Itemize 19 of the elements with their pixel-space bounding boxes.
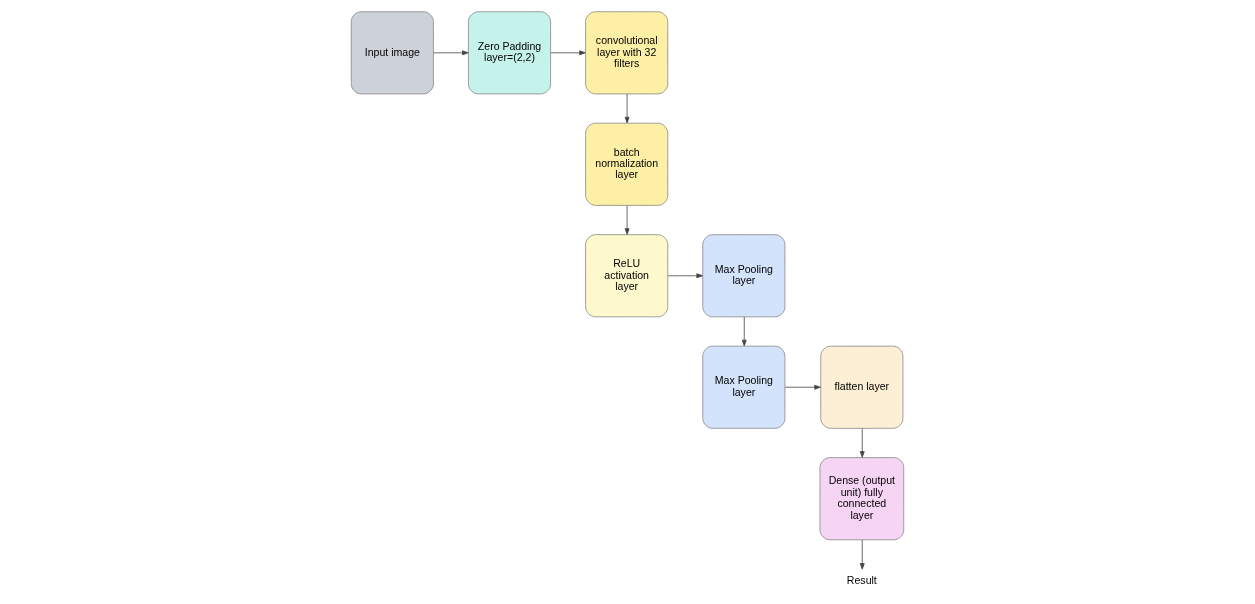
node-box: ReLU activation layer [585,234,669,318]
arrow [667,273,703,279]
node-box: Max Pooling layer [702,345,786,429]
node-box: Zero Padding layer=(2,2) [468,11,551,95]
node-box: flatten layer [820,345,904,429]
node-box: Max Pooling layer [702,234,786,318]
node-box: batch normalization layer [585,122,669,206]
arrow [784,384,821,390]
node-box: Dense (output unit) fully connected layer [819,457,905,541]
node-text: Result [846,573,877,586]
arrow [624,93,630,124]
arrow [624,205,630,235]
node-box: convolutional layer with 32 filters [585,11,669,95]
arrow [859,428,865,458]
arrow [550,50,586,56]
arrow [859,539,865,570]
node-box: Input image [350,11,434,95]
arrow [433,50,469,56]
arrow [741,316,747,347]
